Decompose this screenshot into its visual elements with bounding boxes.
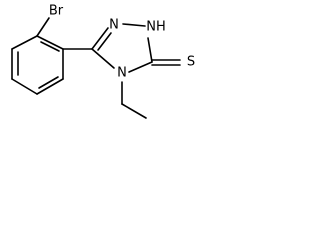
ring-bond-3	[36, 78, 64, 95]
ring-double-bond-2	[38, 76, 59, 89]
ring-bond-6	[11, 35, 38, 50]
n4-c5-bond	[91, 48, 115, 69]
ring-n-ethyl-label: N	[117, 66, 127, 81]
ring-n-top-label: N	[109, 18, 119, 33]
n2-c3-bond	[147, 37, 153, 63]
ring-nh-label: NH	[146, 20, 166, 35]
c-br-bond	[36, 17, 50, 37]
ethyl-ch2-ch3-bond	[121, 103, 147, 119]
bromine-label: Br	[49, 4, 64, 19]
c5-n1-bond	[91, 27, 109, 50]
bromophenyl-ring	[11, 35, 64, 95]
n1-n2-bond	[122, 23, 146, 27]
triazole-ring	[91, 23, 153, 73]
c5-n1-double-bond	[97, 32, 112, 51]
ring-double-bond-1	[40, 41, 60, 52]
ring-bond-4	[11, 78, 38, 95]
ring-bond-1	[36, 35, 64, 50]
c3-n4-bond	[128, 61, 153, 73]
thione-s-label: S	[187, 55, 195, 70]
molecule-structure: Br N NH N S	[11, 4, 195, 119]
